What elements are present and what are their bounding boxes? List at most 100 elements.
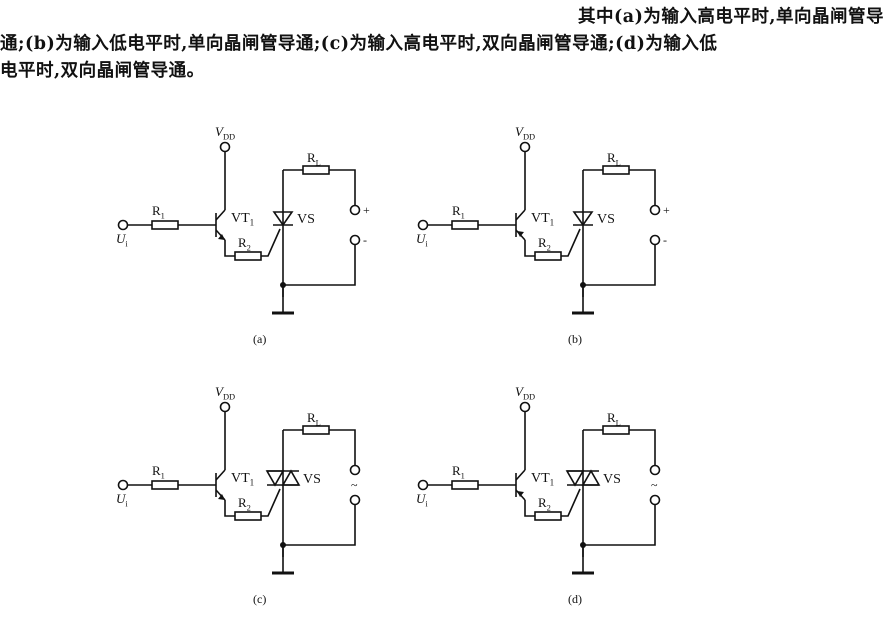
thyristor-symbol <box>272 211 294 227</box>
ac-label: ~ <box>651 478 658 492</box>
description-paragraph: 其中(a)为输入高电平时,单向晶闸管导 通;(b)为输入低电平时,单向晶闸管导通… <box>0 4 890 85</box>
resistor-r1 <box>451 220 479 230</box>
description-line-3: 电平时,双向晶闸管导通。 <box>0 61 205 81</box>
vdd-terminal <box>519 401 531 413</box>
output-terminal-bottom <box>349 234 361 246</box>
r1-label: R1 <box>452 463 465 480</box>
output-terminal-bottom <box>349 494 361 506</box>
output-terminal-top <box>349 204 361 216</box>
vdd-label: VDD <box>215 124 235 141</box>
resistor-r2 <box>534 511 562 521</box>
r1-label: R1 <box>152 203 165 220</box>
output-terminal-top <box>649 464 661 476</box>
ui-label: Ui <box>416 231 428 248</box>
emitter-arrow <box>218 234 225 240</box>
triac-triangle-down <box>265 470 285 487</box>
vdd-label: VDD <box>515 124 535 141</box>
triac-triangle-down <box>565 470 585 487</box>
ui-label: Ui <box>116 491 128 508</box>
resistor-r1 <box>451 480 479 490</box>
wire <box>629 169 656 206</box>
minus-label: - <box>363 233 367 247</box>
vs-label: VS <box>603 472 621 487</box>
wire <box>583 504 656 546</box>
caption-d: (d) <box>568 592 582 606</box>
wire <box>524 240 535 257</box>
transistor-collector <box>215 469 226 481</box>
vdd-terminal <box>519 141 531 153</box>
emitter-arrow <box>218 494 225 500</box>
r2-label: R2 <box>538 495 551 512</box>
ui-label: Ui <box>116 231 128 248</box>
caption-a: (a) <box>253 332 266 346</box>
resistor-r2 <box>534 251 562 261</box>
input-terminal <box>117 219 129 231</box>
wire <box>524 500 535 517</box>
vdd-label: VDD <box>215 384 235 401</box>
r2-label: R2 <box>538 235 551 252</box>
wire <box>224 500 235 517</box>
resistor-r2 <box>234 251 262 261</box>
vdd-label: VDD <box>515 384 535 401</box>
gate-wire <box>261 228 281 257</box>
output-terminal-top <box>649 204 661 216</box>
vt1-label: VT1 <box>231 211 254 228</box>
gate-wire <box>561 488 581 517</box>
input-terminal <box>117 479 129 491</box>
plus-label: + <box>363 203 370 217</box>
transistor-collector <box>515 209 526 221</box>
wire <box>583 244 656 286</box>
wire <box>283 504 356 546</box>
gate-wire <box>561 228 581 257</box>
r1-label: R1 <box>152 463 165 480</box>
resistor-r1 <box>151 220 179 230</box>
triac-triangle-up <box>581 469 601 486</box>
r2-label: R2 <box>238 495 251 512</box>
transistor-collector <box>215 209 226 221</box>
wire <box>329 429 356 466</box>
transistor-collector <box>515 469 526 481</box>
output-terminal-bottom <box>649 234 661 246</box>
rl-label: RL <box>607 410 621 427</box>
vt1-label: VT1 <box>531 471 554 488</box>
rl-label: RL <box>307 410 321 427</box>
input-terminal <box>417 479 429 491</box>
output-terminal-bottom <box>649 494 661 506</box>
vt1-label: VT1 <box>231 471 254 488</box>
wire <box>329 169 356 206</box>
wire <box>283 244 356 286</box>
resistor-r2 <box>234 511 262 521</box>
ui-label: Ui <box>416 491 428 508</box>
thyristor-symbol <box>572 211 594 227</box>
vs-label: VS <box>303 472 321 487</box>
wire <box>224 240 235 257</box>
caption-b: (b) <box>568 332 582 346</box>
rl-label: RL <box>607 150 621 167</box>
vs-label: VS <box>297 212 315 227</box>
r1-label: R1 <box>452 203 465 220</box>
emitter-arrow <box>517 231 524 237</box>
caption-c: (c) <box>253 592 266 606</box>
r2-label: R2 <box>238 235 251 252</box>
vs-label: VS <box>597 212 615 227</box>
vdd-terminal <box>219 401 231 413</box>
output-terminal-top <box>349 464 361 476</box>
emitter-arrow <box>517 491 524 497</box>
vdd-terminal <box>219 141 231 153</box>
rl-label: RL <box>307 150 321 167</box>
gate-wire <box>261 488 281 517</box>
resistor-r1 <box>151 480 179 490</box>
ac-label: ~ <box>351 478 358 492</box>
description-line-2: 通;(b)为输入低电平时,单向晶闸管导通;(c)为输入高电平时,双向晶闸管导通;… <box>0 34 718 54</box>
minus-label: - <box>663 233 667 247</box>
description-line-1: 其中(a)为输入高电平时,单向晶闸管导 <box>578 7 884 27</box>
wire <box>629 429 656 466</box>
plus-label: + <box>663 203 670 217</box>
input-terminal <box>417 219 429 231</box>
vt1-label: VT1 <box>531 211 554 228</box>
